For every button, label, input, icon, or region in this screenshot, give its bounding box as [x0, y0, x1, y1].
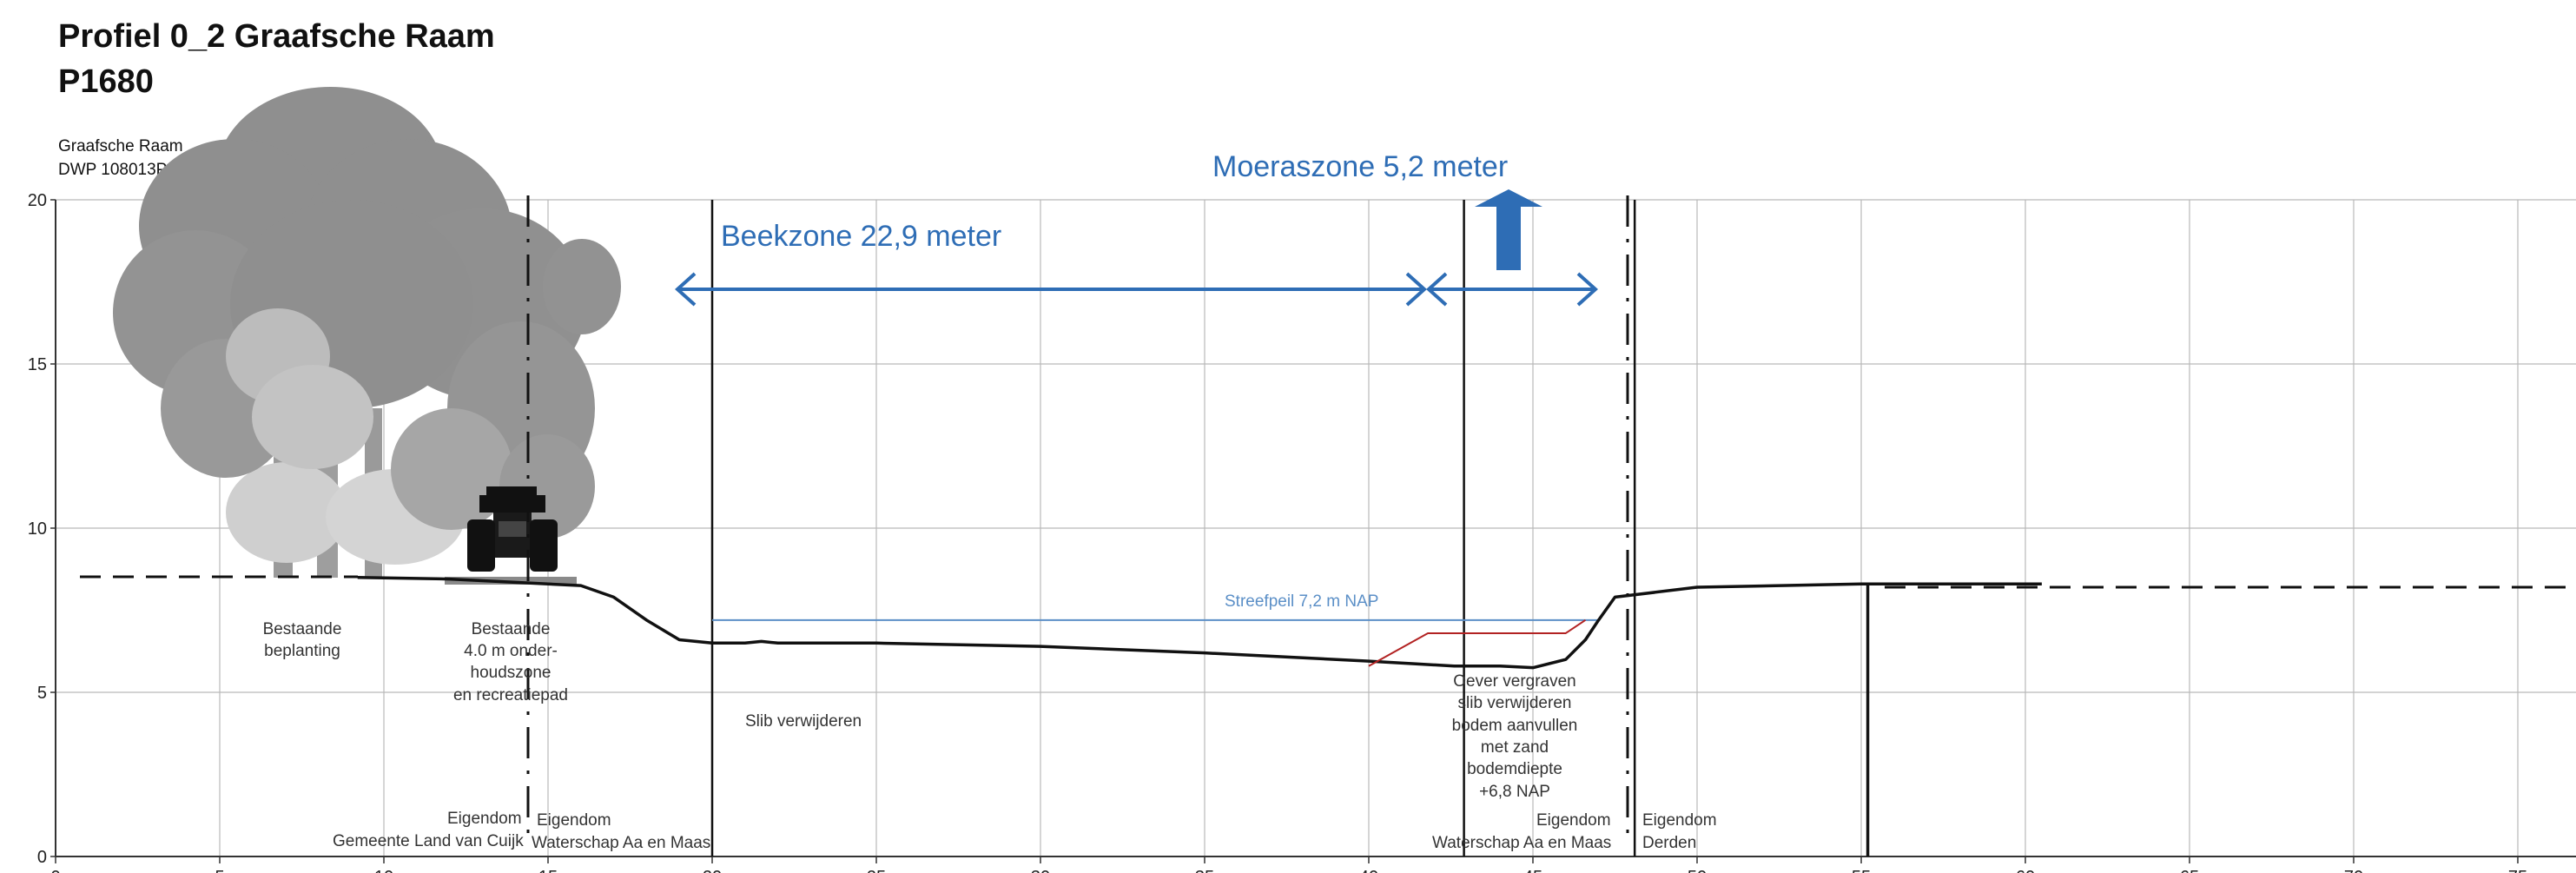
- x-tick-label: 55: [1852, 868, 1871, 873]
- x-tick-label: 45: [1523, 868, 1542, 873]
- ownership-right-bottom: Waterschap Aa en Maas: [1432, 834, 1611, 852]
- x-tick-label: 35: [1195, 868, 1214, 873]
- annotation-oever-line: met zand: [1481, 738, 1549, 757]
- annotation-oever-line: Oever vergraven: [1453, 672, 1576, 691]
- annotation-beplanting-line: beplanting: [264, 642, 340, 660]
- moeraszone-label: Moeraszone 5,2 meter: [1212, 150, 1508, 183]
- annotation-onderhoud-line: Bestaande: [472, 620, 551, 638]
- y-tick-label: 15: [28, 355, 47, 374]
- x-tick-label: 40: [1359, 868, 1378, 873]
- annotation-oever-line: bodem aanvullen: [1452, 717, 1578, 735]
- ownership-left-top: Eigendom: [447, 810, 522, 828]
- ownership-far-top: Eigendom: [1642, 811, 1717, 830]
- x-tick-label: 15: [538, 868, 558, 873]
- annotation-onderhoud-line: en recreatiepad: [453, 686, 568, 704]
- x-tick-label: 30: [1031, 868, 1050, 873]
- annotation-oever: Oever vergraven slib verwijderen bodem a…: [1452, 672, 1578, 801]
- tractor-icon: [467, 486, 558, 572]
- y-tick-label: 0: [37, 848, 47, 867]
- x-tick-label: 75: [2508, 868, 2527, 873]
- ownership-right-top: Eigendom: [1536, 811, 1611, 830]
- subtitle-river: Graafsche Raam: [58, 137, 183, 155]
- x-tick-label: 60: [2016, 868, 2035, 873]
- x-tick-label: 20: [703, 868, 722, 873]
- x-tick-label: 65: [2180, 868, 2199, 873]
- ownership-far-bottom: Derden: [1642, 834, 1696, 852]
- streefpeil-label: Streefpeil 7,2 m NAP: [1225, 592, 1378, 611]
- tree-icon: [113, 87, 621, 578]
- profile-layer: [357, 200, 2042, 856]
- new-profile-line: [1368, 619, 1587, 667]
- annotation-beplanting-line: Bestaande: [263, 620, 342, 638]
- x-tick-label: 70: [2344, 868, 2363, 873]
- annotation-oever-line: slib verwijderen: [1458, 694, 1572, 712]
- existing-profile-line: [357, 575, 2042, 670]
- y-tick-label: 20: [28, 191, 47, 210]
- ownership-mid-top: Eigendom: [537, 811, 611, 830]
- up-arrow-icon: [1475, 189, 1542, 270]
- x-tick-label: 0: [50, 868, 60, 873]
- x-tick-label: 5: [215, 868, 224, 873]
- annotation-onderhoud-line: 4.0 m onder-: [464, 642, 558, 660]
- annotation-onderhoud-line: houdszone: [471, 664, 552, 682]
- ownership-left-bottom: Gemeente Land van Cuijk: [333, 832, 524, 850]
- profile-code: P1680: [58, 63, 154, 100]
- x-tick-label: 10: [374, 868, 393, 873]
- y-tick-label: 5: [37, 684, 47, 703]
- annotation-oever-line: bodemdiepte: [1467, 760, 1562, 778]
- annotation-beplanting: Bestaande beplanting: [263, 620, 342, 660]
- beekzone-arrow: [675, 272, 1427, 307]
- x-tick-label: 25: [867, 868, 886, 873]
- annotation-onderhoudszone: Bestaande 4.0 m onder- houdszone en recr…: [453, 620, 568, 704]
- ownership-mid-bottom: Waterschap Aa en Maas: [532, 834, 710, 852]
- beekzone-label: Beekzone 22,9 meter: [721, 220, 1001, 253]
- annotation-oever-line: +6,8 NAP: [1479, 783, 1550, 801]
- annotation-slib: Slib verwijderen: [745, 712, 862, 731]
- y-tick-label: 10: [28, 519, 47, 539]
- moeraszone-arrow: [1426, 272, 1598, 307]
- x-tick-label: 50: [1688, 868, 1707, 873]
- profile-title: Profiel 0_2 Graafsche Raam: [58, 18, 495, 55]
